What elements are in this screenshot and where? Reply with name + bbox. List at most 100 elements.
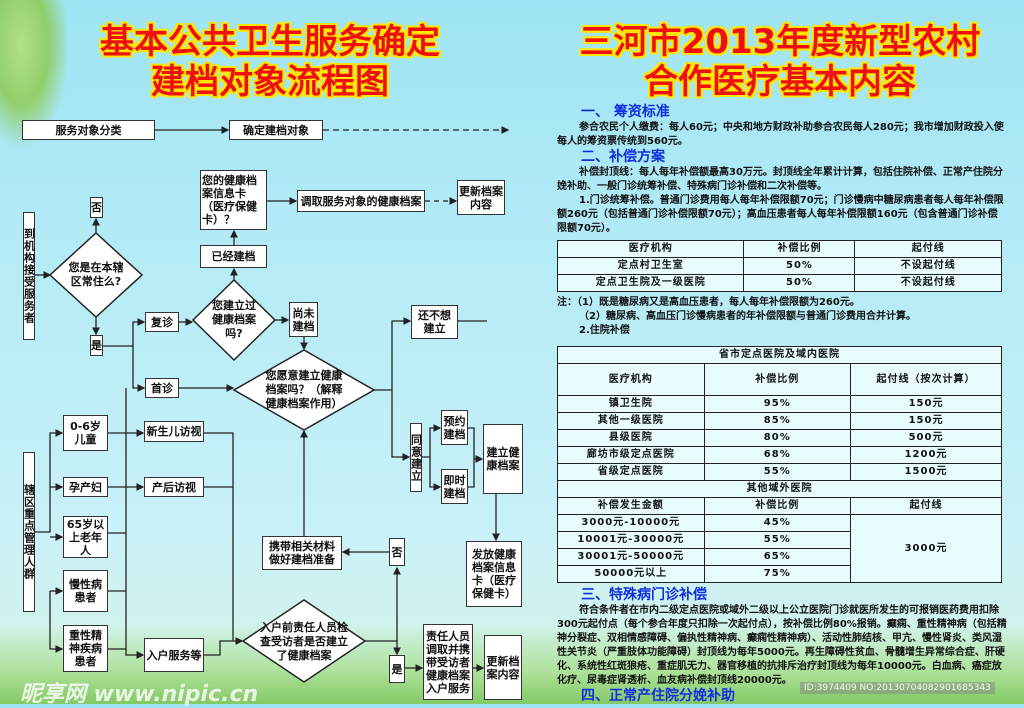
cell: 50% bbox=[743, 257, 856, 275]
cell: 95% bbox=[703, 395, 852, 413]
diamond-built bbox=[191, 278, 277, 362]
box-elderly: 65岁以上老年人 bbox=[63, 516, 108, 558]
cell: 55% bbox=[703, 531, 852, 549]
cell: 55% bbox=[703, 463, 852, 481]
box-appointment: 预约建档 bbox=[441, 410, 468, 445]
box-prepare: 携带相关材料做好建档准备 bbox=[262, 536, 342, 570]
box-visitor: 到机构接受服务者 bbox=[23, 212, 36, 340]
box-update-record-2: 更新档案内容 bbox=[484, 635, 522, 700]
paragraph-funding: 参合农民个人缴费：每人60元；中央和地方财政补助参合农民每人280元；我市增加财… bbox=[557, 122, 1004, 147]
box-already-built: 已经建档 bbox=[200, 245, 267, 268]
box-first-visit: 首诊 bbox=[145, 378, 179, 398]
cell: 10001元-30000元 bbox=[557, 531, 705, 549]
text-resident-question: 您是在本辖区常住么? bbox=[68, 261, 124, 288]
cell: 不设起付线 bbox=[854, 274, 1002, 292]
header-cell: 起付线（按次计算） bbox=[850, 363, 1002, 396]
box-yes-1: 是 bbox=[90, 335, 103, 356]
text-built-question: 您建立过健康档案吗? bbox=[212, 299, 256, 340]
right-title-line2: 合作医疗基本内容 bbox=[644, 62, 916, 102]
header-cell: 补偿比例 bbox=[743, 240, 856, 258]
cell: 45% bbox=[703, 514, 852, 532]
box-pregnant: 孕产妇 bbox=[63, 477, 108, 497]
cell: 65% bbox=[703, 548, 852, 566]
left-title-line1: 基本公共卫生服务确定 bbox=[100, 22, 440, 62]
box-no-1: 否 bbox=[90, 197, 103, 218]
box-no-2: 否 bbox=[389, 538, 405, 566]
left-title: 基本公共卫生服务确定 建档对象流程图 bbox=[40, 22, 500, 102]
cell: 150元 bbox=[850, 395, 1002, 413]
header-cell: 起付线 bbox=[850, 497, 1002, 515]
cell: 50000元以上 bbox=[557, 565, 705, 583]
heading-compensation: 二、补偿方案 bbox=[581, 149, 665, 165]
cell: 1500元 bbox=[850, 463, 1002, 481]
text-home-question: 入户前责任人员检查受访者是否建立了健康档案 bbox=[260, 621, 348, 662]
left-title-line2: 建档对象流程图 bbox=[151, 62, 389, 102]
cell: 1200元 bbox=[850, 446, 1002, 464]
text-willing-question: 您愿意建立健康档案吗？（解释健康档案作用） bbox=[265, 369, 343, 410]
note-2: （2）糖尿病、高血压门诊慢病患者的年补偿限额与普通门诊费用合并计算。 bbox=[579, 311, 916, 322]
header-cell: 医疗机构 bbox=[556, 240, 745, 258]
box-postpartum-visit: 产后访视 bbox=[144, 477, 204, 497]
right-title-line1: 三河市2013年度新型农村 bbox=[579, 22, 981, 62]
box-agree: 同意建立 bbox=[410, 423, 423, 492]
heading-special-disease: 三、特殊病门诊补偿 bbox=[581, 587, 707, 603]
section-header: 省市定点医院及域内医院 bbox=[557, 346, 1002, 364]
cell: 50% bbox=[743, 274, 856, 292]
cell: 廊坊市级定点医院 bbox=[557, 446, 705, 464]
cell: 3000元 bbox=[850, 514, 1002, 583]
cell: 县级医院 bbox=[557, 429, 705, 447]
cell: 75% bbox=[703, 565, 852, 583]
header-cell: 补偿比例 bbox=[703, 497, 852, 515]
header-cell: 医疗机构 bbox=[557, 363, 705, 396]
cell: 500元 bbox=[850, 429, 1002, 447]
cell: 80% bbox=[703, 429, 852, 447]
section-header: 其他域外医院 bbox=[557, 480, 1002, 498]
header-cell: 起付线 bbox=[854, 240, 1002, 258]
cell: 其他一级医院 bbox=[557, 412, 705, 430]
box-child: 0-6岁儿童 bbox=[63, 415, 108, 451]
box-key-group: 辖区重点管理人群 bbox=[23, 452, 36, 612]
cell: 镇卫生院 bbox=[557, 395, 705, 413]
header-cell: 补偿发生金额 bbox=[557, 497, 705, 515]
box-mental: 重性精神疾病患者 bbox=[63, 625, 108, 672]
paragraph-cap: 补偿封顶线：每人每年补偿额最高30万元。封顶线全年累计计算，包括住院补偿、正常产… bbox=[557, 167, 1003, 192]
box-issue-card: 发放健康档案信息卡（医疗保健卡） bbox=[466, 541, 522, 607]
cell: 30001元-50000元 bbox=[557, 548, 705, 566]
box-not-want: 还不想建立 bbox=[411, 305, 458, 339]
watermark-id: ID:3974409 NO:20130704082901685343 bbox=[800, 682, 995, 694]
note-1: 注：（1）既是糖尿病又是高血压患者，每人每年补偿限额为260元。 bbox=[557, 297, 860, 308]
diamond-resident bbox=[48, 231, 144, 319]
cell: 68% bbox=[703, 446, 852, 464]
cell: 3000元-10000元 bbox=[557, 514, 705, 532]
heading-childbirth: 四、正常产住院分娩补助 bbox=[581, 688, 735, 704]
box-not-built: 尚未建档 bbox=[289, 302, 318, 337]
box-fetch-record: 调取服务对象的健康档案 bbox=[297, 190, 425, 212]
box-update-record: 更新档案内容 bbox=[457, 180, 505, 215]
paragraph-outpatient: 1.门诊统筹补偿。普通门诊费用每人每年补偿限额70元；门诊慢病中糖尿病患者每人每… bbox=[557, 195, 1004, 234]
cell: 定点村卫生室 bbox=[556, 257, 745, 275]
heading-funding: 一、 筹资标准 bbox=[581, 104, 670, 120]
cell: 不设起付线 bbox=[854, 257, 1002, 275]
cell: 定点卫生院及一级医院 bbox=[556, 274, 745, 292]
box-build-record: 建立健康档案 bbox=[483, 424, 523, 494]
watermark: 昵享网 www.nipic.cn bbox=[20, 682, 259, 707]
paragraph-inpatient: 2.住院补偿 bbox=[579, 325, 630, 336]
header-cell: 补偿比例 bbox=[703, 363, 852, 396]
diamond-home-check bbox=[241, 599, 367, 683]
flowchart-connectors bbox=[34, 126, 510, 683]
box-staff-service: 责任人员调取并携带受访者健康档案入户服务 bbox=[423, 624, 473, 700]
paragraph-special-disease: 符合条件者在市内二级定点医院或域外二级以上公立医院门诊就医所发生的可报销医药费用… bbox=[557, 605, 1007, 686]
box-newborn-visit: 新生儿访视 bbox=[144, 421, 204, 442]
diamond-willing bbox=[232, 349, 376, 431]
box-classify: 服务对象分类 bbox=[22, 120, 155, 140]
